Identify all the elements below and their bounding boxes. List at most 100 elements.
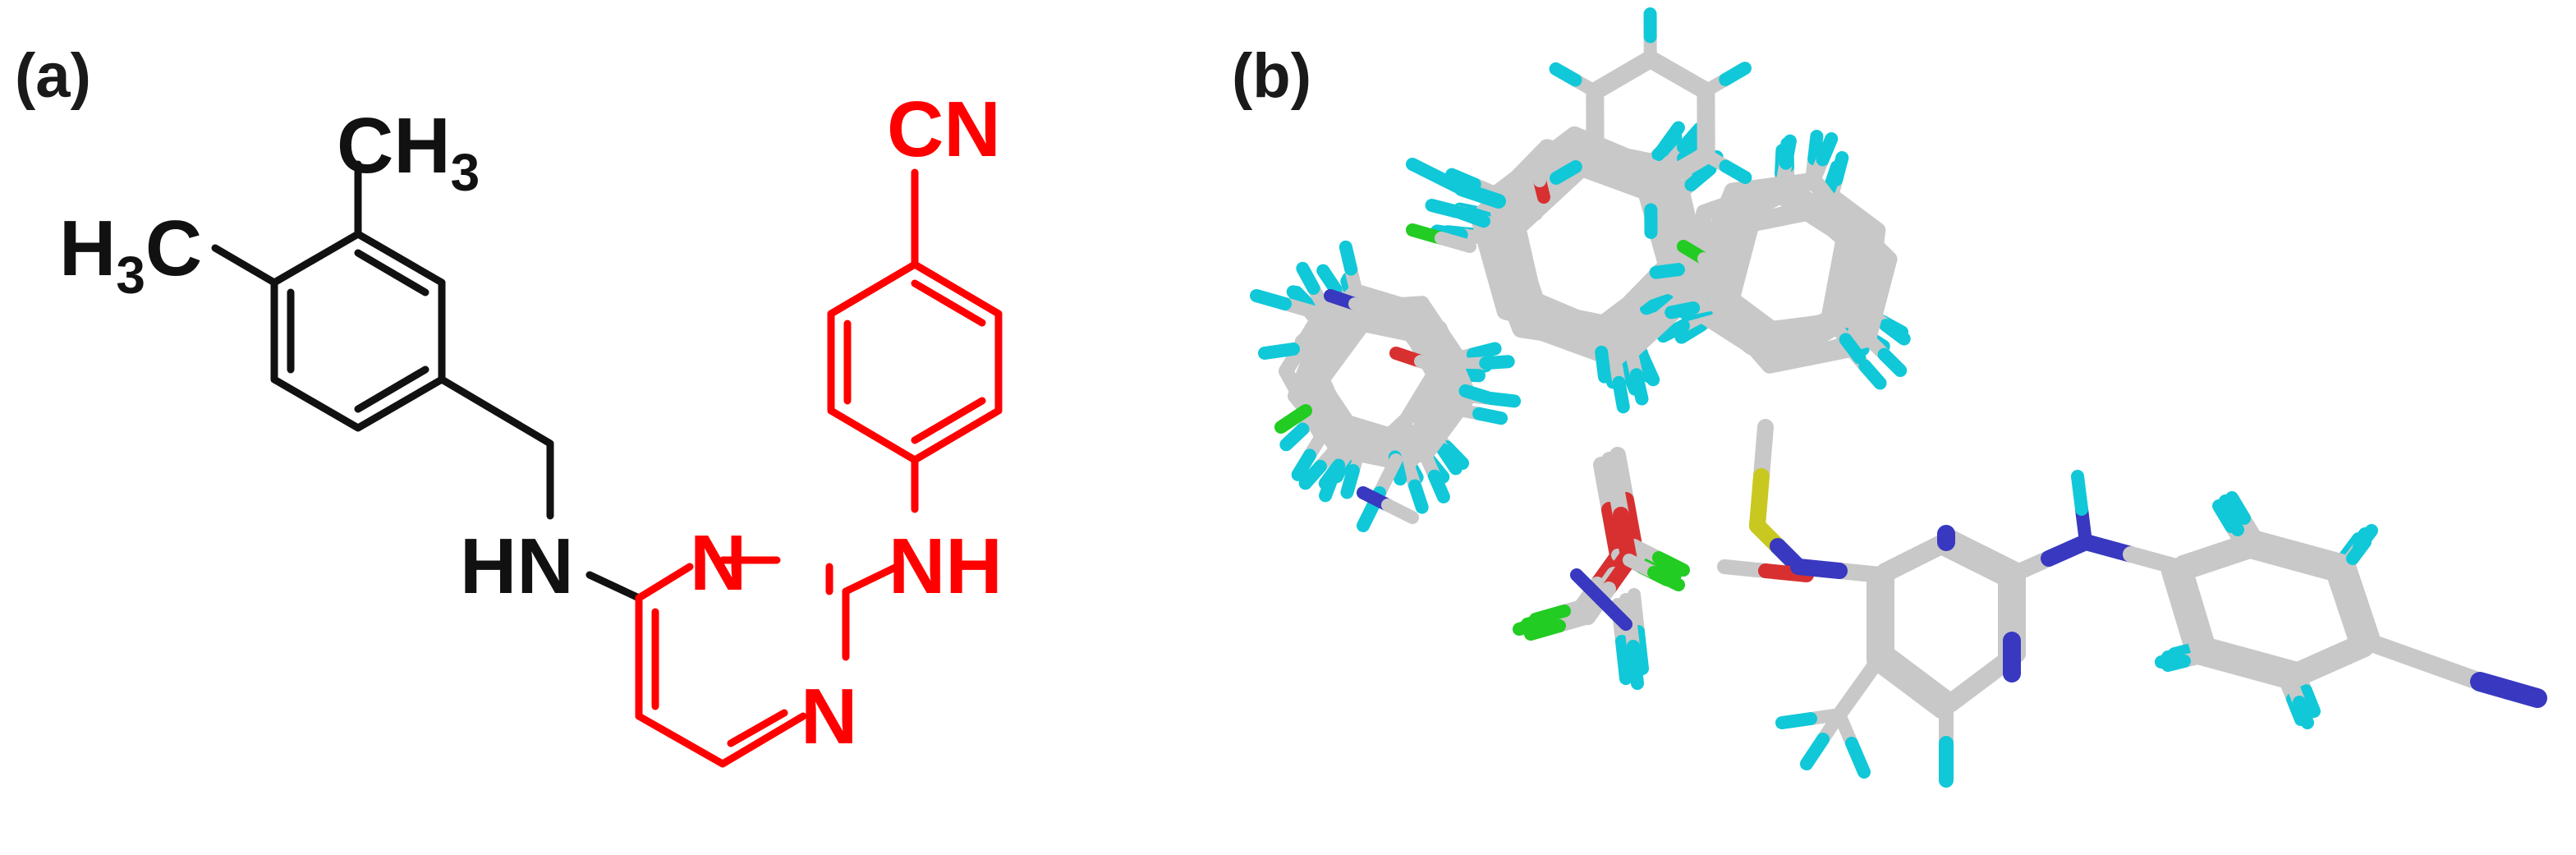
linker-stick <box>1753 419 1774 485</box>
hydrogen-stick <box>1665 301 1701 319</box>
amine-right-label: NH <box>889 522 1003 610</box>
hydrogen-stick <box>1858 359 1887 390</box>
bond-stick <box>1524 619 1566 641</box>
bond-stick <box>1845 737 1871 779</box>
bond-stick <box>1348 297 1386 319</box>
hydrogen-stick <box>1291 448 1316 481</box>
hydrogen-stick <box>1296 261 1320 295</box>
benzonitrile-ring <box>2168 567 2197 624</box>
hydrogen-stick <box>1676 122 1706 154</box>
bond-stick <box>1652 551 1690 577</box>
hydrogen-stick <box>1719 159 1752 185</box>
ring-n1-label: N <box>690 519 746 607</box>
hydrogen-stick <box>1879 319 1911 346</box>
hydrogen-stick <box>1807 130 1824 166</box>
hydrogen-stick <box>1656 319 1690 343</box>
hydrogen-stick <box>1839 333 1867 365</box>
hydrogen-stick <box>1458 384 1494 404</box>
hydrogen-stick <box>1318 458 1346 490</box>
hydrogen-stick <box>1629 368 1649 406</box>
bond-stick <box>1406 158 1444 183</box>
hydrogen-stick <box>1550 160 1582 185</box>
hydrogen-stick <box>1651 130 1683 162</box>
hydrogen-stick <box>1472 407 1508 425</box>
hydrogen-stick <box>1279 422 1310 452</box>
hydrogen-stick <box>1719 62 1752 86</box>
bond-stick <box>1647 566 1685 591</box>
methyl-top-label: CH3 <box>337 102 480 202</box>
panel-a-label: (a) <box>15 41 91 111</box>
panel-b: (b) <box>1232 7 2547 788</box>
hydrogen-stick <box>1635 347 1656 384</box>
bond-stick <box>2168 643 2197 660</box>
bond-stick <box>2219 503 2244 536</box>
amine-left-label: HN <box>460 522 574 610</box>
conformer-ring <box>1823 275 1857 330</box>
bond-stick <box>2225 491 2251 525</box>
amine-linker <box>2071 470 2088 516</box>
panel-a: (a) CH3 H3C HN N N NH C <box>15 41 1003 768</box>
conformer-ring <box>1860 290 1887 347</box>
benzyl-ch2-bond <box>438 375 554 520</box>
molecular-overlay <box>1250 7 2547 788</box>
bond-stick <box>2346 536 2372 565</box>
nitrile-stick <box>2499 680 2547 708</box>
panel-b-label: (b) <box>1232 41 1311 111</box>
pyrimidine-ring <box>635 556 850 768</box>
hydrogen-stick <box>1425 198 1462 218</box>
hydrogen-stick <box>1877 347 1908 378</box>
hydrogen-stick <box>1436 443 1462 476</box>
hydrogen-stick <box>1479 355 1515 370</box>
benzyl-fragment <box>211 160 643 602</box>
hydrogen-stick <box>1445 168 1481 191</box>
benzyl-ring <box>270 230 446 432</box>
hydrogen-stick <box>1779 134 1797 170</box>
bond-stick <box>2293 696 2314 729</box>
bond-stick <box>1381 499 1419 524</box>
hydrogen-stick <box>1408 479 1429 514</box>
bond-stick <box>1601 502 1626 563</box>
hydrogen-stick <box>1485 392 1522 408</box>
conformer-ring <box>1660 212 1685 278</box>
bond-stick <box>2299 684 2321 718</box>
hydrogen-stick <box>1466 342 1502 361</box>
hydrogen-stick <box>1340 464 1360 499</box>
bond-stick <box>1800 733 1830 770</box>
bond-stick <box>1790 559 1848 579</box>
bond-stick <box>1274 404 1312 434</box>
aniline-ring <box>827 260 1003 464</box>
hydrogen-stick <box>1684 162 1717 191</box>
hydrogen-stick <box>1595 345 1611 384</box>
bond-stick <box>1595 593 1632 631</box>
anilino-bond <box>842 563 901 595</box>
bond-stick <box>1627 640 1644 690</box>
aniline-inner-bonds <box>843 279 986 444</box>
nitrile-stick <box>2356 632 2431 670</box>
highlighted-fragment <box>635 168 1003 768</box>
methyl-bond-left <box>211 244 278 287</box>
bond-stick <box>1697 252 1731 278</box>
bond-stick <box>1775 712 1817 729</box>
hydrogen-stick <box>1339 240 1358 276</box>
bond-stick <box>1258 342 1300 360</box>
bond-stick <box>1414 355 1452 376</box>
hydrogen-stick <box>1427 469 1450 503</box>
pyrimidine-inner-bonds <box>651 563 833 747</box>
hydrogen-stick <box>1674 319 1708 344</box>
hydrogen-stick <box>1298 459 1327 490</box>
hydrogen-stick <box>1316 264 1343 296</box>
hydrogen-stick <box>1453 205 1490 228</box>
nitrile-stick <box>2413 652 2489 691</box>
methyl-left-label: H3C <box>59 205 202 305</box>
hydrogen-stick <box>1549 62 1582 87</box>
ring-n2-label: N <box>801 673 857 761</box>
bond-stick <box>1644 556 1682 581</box>
bond-stick <box>1529 158 1546 187</box>
hn-ring-bond <box>585 571 643 602</box>
bond-stick <box>1529 604 1571 626</box>
bond-stick <box>2161 655 2191 672</box>
bond-stick <box>1615 635 1632 685</box>
bond-stick <box>1435 232 1476 253</box>
hydrogen-stick <box>1816 132 1839 167</box>
